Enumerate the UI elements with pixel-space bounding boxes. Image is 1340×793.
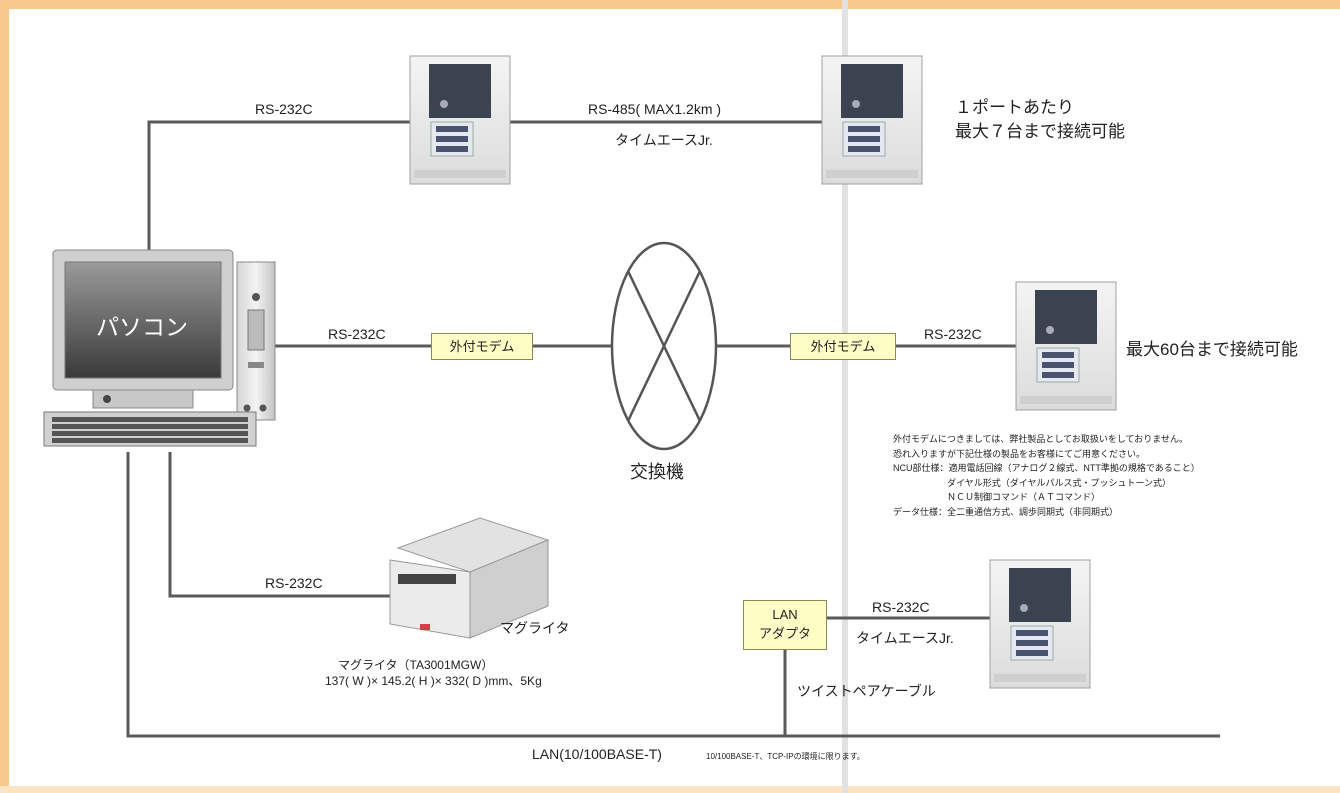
terminal-top-left bbox=[409, 55, 511, 185]
port-capacity-line2: 最大７台まで接続可能 bbox=[955, 122, 1125, 141]
terminal-bottom-right bbox=[989, 559, 1091, 689]
exchange-symbol bbox=[610, 241, 718, 451]
note-line-5: ＮＣＵ制御コマンド（ＡＴコマンド） bbox=[893, 492, 1101, 502]
lan-main-label: LAN(10/100BASE-T) bbox=[532, 746, 662, 762]
pc-screen bbox=[64, 261, 222, 379]
note-line-1: 外付モデムにつきましては、弊社製品としてお取扱いをしておりません。 bbox=[893, 434, 1189, 444]
line-printer bbox=[168, 452, 393, 598]
terminal-top-right bbox=[821, 55, 923, 185]
twisted-pair-label: ツイストペアケーブル bbox=[797, 683, 936, 699]
port-capacity-line1: １ポートあたり bbox=[955, 98, 1074, 117]
rs232c-lan-label: RS-232C bbox=[872, 599, 930, 615]
printer-label: マグライタ bbox=[500, 620, 570, 636]
modem-capacity-label: 最大60台まで接続可能 bbox=[1126, 340, 1298, 359]
rs232c-mid-left-label: RS-232C bbox=[328, 326, 386, 342]
note-line-6: データ仕様：全二重通信方式、調歩同期式（非同期式） bbox=[893, 506, 1119, 517]
page-divider bbox=[842, 0, 848, 793]
pc-label: パソコン bbox=[96, 314, 188, 340]
modem-notes: 外付モデムにつきましては、弊社製品としてお取扱いをしておりません。 恐れ入ります… bbox=[893, 432, 1200, 519]
lan-adapter-line1: LAN bbox=[772, 607, 798, 622]
printer-model: マグライタ（TA3001MGW） bbox=[338, 658, 494, 672]
modem-left-label: 外付モデム bbox=[449, 339, 515, 354]
exchange-label: 交換機 bbox=[630, 462, 684, 482]
rs232c-printer-label: RS-232C bbox=[265, 575, 323, 591]
printer-dimensions: 137( W )× 145.2( H )× 332( D )mm、5Kg bbox=[325, 674, 542, 688]
lan-adapter: LAN アダプタ bbox=[743, 600, 827, 650]
rs232c-mid-right-label: RS-232C bbox=[924, 326, 982, 342]
lan-adapter-line2: アダプタ bbox=[758, 626, 811, 641]
note-line-2: 恐れ入りますが下記仕様の製品をお客様にてご用意ください。 bbox=[893, 448, 1146, 459]
lan-note: 10/100BASE-T、TCP-IPの環境に限ります。 bbox=[706, 752, 865, 761]
rs232c-top-label: RS-232C bbox=[255, 101, 313, 117]
modem-left: 外付モデム bbox=[431, 333, 533, 360]
note-line-3: NCU部仕様：適用電話回線（アナログ２線式、NTT準拠の規格であること） bbox=[893, 463, 1200, 473]
pc-computer bbox=[43, 249, 276, 447]
timeace-lan-label: タイムエースJr. bbox=[856, 630, 954, 646]
line-rs232c-top bbox=[147, 120, 410, 250]
modem-right: 外付モデム bbox=[790, 333, 896, 360]
line-lan-backbone bbox=[126, 452, 1220, 738]
timeace-top-label: タイムエースJr. bbox=[615, 132, 713, 148]
printer-device bbox=[389, 517, 550, 639]
rs485-label: RS-485( MAX1.2km ) bbox=[588, 101, 722, 117]
note-line-4: ダイヤル形式（ダイヤルパルス式・プッシュトーン式） bbox=[893, 477, 1172, 488]
connection-lines bbox=[126, 120, 1220, 738]
modem-right-label: 外付モデム bbox=[810, 339, 876, 354]
pc-stand bbox=[92, 389, 194, 409]
terminal-middle-right bbox=[1015, 281, 1117, 411]
